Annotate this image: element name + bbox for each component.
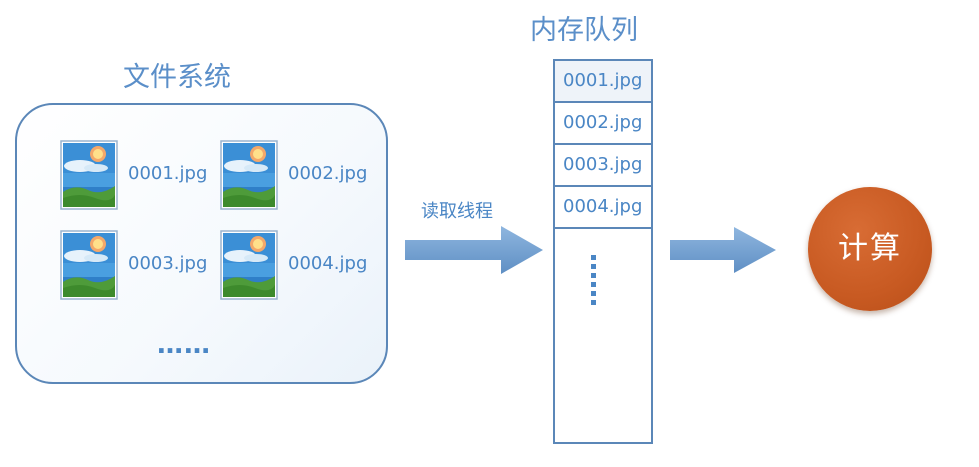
file-name: 0001.jpg [128,163,208,184]
image-file-icon [220,140,278,210]
memory-queue-title: 内存队列 [530,15,638,46]
image-file-icon [60,140,118,210]
queue-slot: 0004.jpg [555,187,651,229]
image-file-icon [60,230,118,300]
file-name: 0002.jpg [288,163,368,184]
file-name: 0004.jpg [288,253,368,274]
queue-slot: 0003.jpg [555,145,651,187]
compute-circle: 计算 [808,187,932,311]
read-arrow-icon [405,226,543,274]
read-thread-label: 读取线程 [421,201,493,222]
compute-arrow-icon [670,227,776,273]
more-files-ellipsis: …… [157,330,211,360]
image-file-icon [220,230,278,300]
queue-slot: 0001.jpg [555,61,651,103]
file-name: 0003.jpg [128,253,208,274]
queue-slot: 0002.jpg [555,103,651,145]
file-system-title: 文件系统 [123,62,231,93]
memory-queue: 0001.jpg 0002.jpg 0003.jpg 0004.jpg [553,59,653,444]
